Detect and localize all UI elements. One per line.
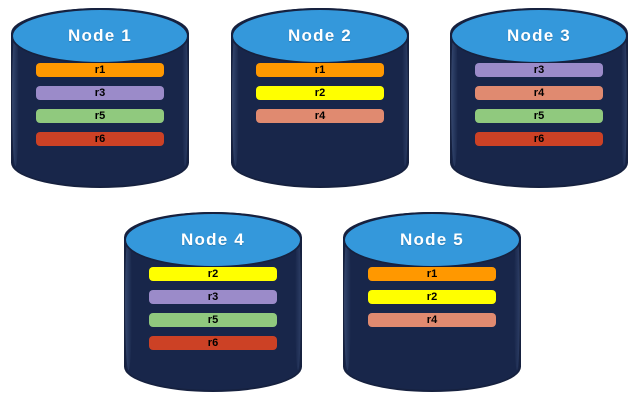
record-bar-r2[interactable]: r2 [256, 86, 384, 100]
record-list: r1 r2 r4 [343, 267, 521, 327]
node-label: Node 5 [400, 230, 464, 249]
record-bar-r4[interactable]: r4 [368, 313, 496, 327]
record-bar-r1[interactable]: r1 [36, 63, 164, 77]
node-label: Node 3 [507, 26, 571, 45]
record-bar-r3[interactable]: r3 [36, 86, 164, 100]
record-list: r1 r3 r5 r6 [11, 63, 189, 146]
node-label: Node 4 [181, 230, 245, 249]
node-cylinder-4[interactable]: Node 4 r2 r3 r5 r6 [124, 212, 302, 392]
record-bar-r2[interactable]: r2 [368, 290, 496, 304]
record-bar-r3[interactable]: r3 [149, 290, 277, 304]
node-cylinder-1[interactable]: Node 1 r1 r3 r5 r6 [11, 8, 189, 188]
record-bar-r5[interactable]: r5 [475, 109, 603, 123]
node-label: Node 2 [288, 26, 352, 45]
record-bar-r6[interactable]: r6 [36, 132, 164, 146]
record-list: r1 r2 r4 [231, 63, 409, 123]
node-cylinder-3[interactable]: Node 3 r3 r4 r5 r6 [450, 8, 628, 188]
node-cylinder-5[interactable]: Node 5 r1 r2 r4 [343, 212, 521, 392]
record-bar-r4[interactable]: r4 [475, 86, 603, 100]
cylinder-top-ellipse: Node 5 [343, 212, 521, 268]
record-list: r3 r4 r5 r6 [450, 63, 628, 146]
record-list: r2 r3 r5 r6 [124, 267, 302, 350]
record-bar-r1[interactable]: r1 [368, 267, 496, 281]
node-label: Node 1 [68, 26, 132, 45]
record-bar-r3[interactable]: r3 [475, 63, 603, 77]
cylinder-top-ellipse: Node 1 [11, 8, 189, 64]
node-cylinder-2[interactable]: Node 2 r1 r2 r4 [231, 8, 409, 188]
record-bar-r6[interactable]: r6 [475, 132, 603, 146]
record-bar-r1[interactable]: r1 [256, 63, 384, 77]
cylinder-top-ellipse: Node 2 [231, 8, 409, 64]
cylinder-top-ellipse: Node 4 [124, 212, 302, 268]
record-bar-r5[interactable]: r5 [149, 313, 277, 327]
cylinder-top-ellipse: Node 3 [450, 8, 628, 64]
record-bar-r2[interactable]: r2 [149, 267, 277, 281]
record-bar-r4[interactable]: r4 [256, 109, 384, 123]
record-bar-r5[interactable]: r5 [36, 109, 164, 123]
record-bar-r6[interactable]: r6 [149, 336, 277, 350]
